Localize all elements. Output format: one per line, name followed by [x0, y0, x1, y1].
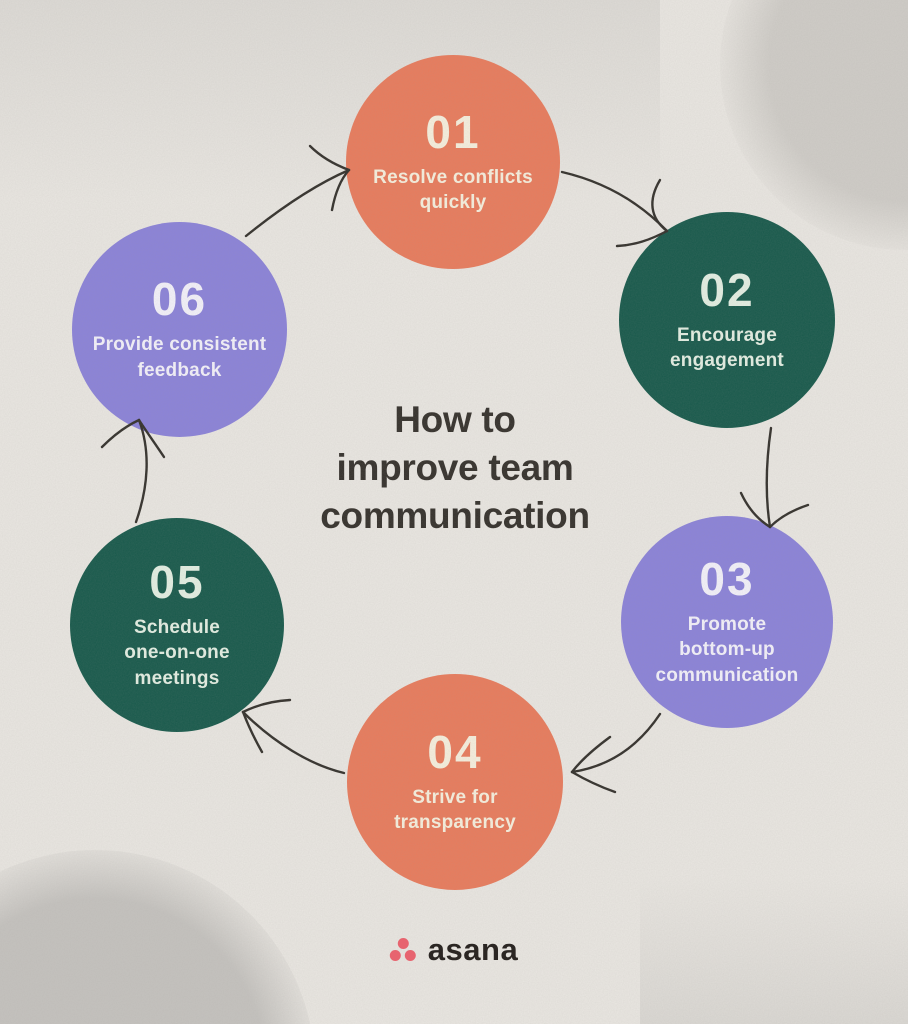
arrow-01-to-02: [560, 170, 669, 248]
texture-wash-top-left: [0, 0, 660, 200]
arrow-05-to-06: [100, 418, 166, 524]
step-circle-05: 05 Schedule one-on-one meetings: [70, 518, 284, 732]
step-label: Resolve conflicts quickly: [373, 166, 533, 213]
step-label: Promote bottom-up communication: [655, 614, 799, 686]
asana-logo: asana: [389, 932, 519, 967]
step-circle-06: 06 Provide consistent feedback: [72, 222, 287, 437]
texture-blob-bottom-left: [0, 850, 315, 1024]
asana-logo-icon: [389, 937, 417, 962]
logo-dot: [404, 949, 416, 961]
asana-wordmark: asana: [427, 932, 519, 967]
step-label: Strive for transparency: [394, 786, 516, 833]
step-number: 06: [151, 273, 208, 326]
arrow-06-to-01: [244, 144, 351, 238]
texture-blob-top-right: [720, 0, 908, 250]
step-circle-02: 02 Encourage engagement: [619, 212, 835, 428]
logo-dot: [397, 937, 409, 949]
step-number: 05: [149, 556, 205, 609]
arrow-04-to-05: [241, 698, 346, 775]
step-label: Schedule one-on-one meetings: [124, 617, 230, 689]
step-circle-03: 03 Promote bottom-up communication: [621, 516, 833, 728]
step-number: 03: [699, 553, 755, 606]
step-number: 04: [427, 725, 483, 778]
step-label: Encourage engagement: [670, 324, 784, 371]
step-circle-01: 01 Resolve conflicts quickly: [346, 55, 560, 269]
arrow-02-to-03: [739, 426, 810, 529]
step-number: 02: [699, 263, 755, 316]
step-circle-04: 04 Strive for transparency: [347, 674, 563, 890]
texture-wash-bottom-right: [640, 840, 908, 1024]
logo-dot: [389, 949, 401, 961]
step-label: Provide consistent feedback: [92, 334, 267, 381]
step-number: 01: [425, 105, 481, 158]
page-title: How to improve team communication: [320, 399, 590, 537]
arrow-03-to-04: [570, 712, 662, 794]
